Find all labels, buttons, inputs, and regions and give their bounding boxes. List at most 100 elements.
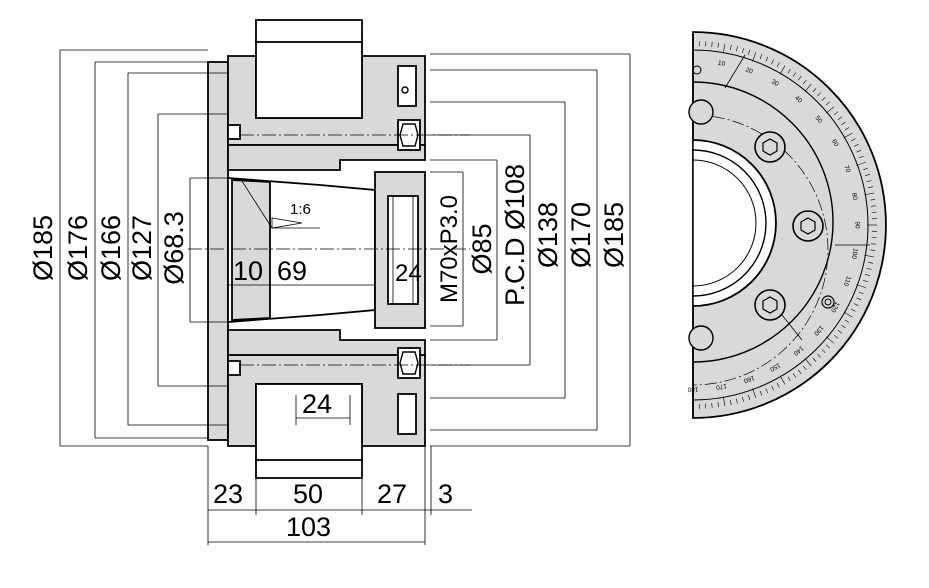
- dial-tick: [759, 390, 763, 396]
- dial-tick: [858, 155, 864, 159]
- dim-left-0: Ø185: [28, 215, 58, 281]
- dim-24-slot: 24: [302, 389, 332, 419]
- dim-right-0: M70xP3.0: [436, 195, 463, 303]
- dim-50: 50: [293, 479, 323, 509]
- dial-tick: [853, 303, 859, 306]
- dial-tick: [792, 72, 797, 77]
- dim-24-bore: 24: [395, 260, 422, 287]
- dial-tick: [742, 48, 744, 53]
- dim-10: 10: [233, 256, 263, 286]
- dial-tick: [711, 41, 713, 48]
- dial-scale-label: 60: [830, 138, 840, 148]
- piston-cap-lower: [255, 459, 363, 479]
- dial-tick: [837, 116, 843, 121]
- dial-scale-label: 10: [717, 60, 726, 68]
- dial-scale-label: 160: [742, 374, 755, 384]
- bolt-hex-lower: [399, 351, 419, 375]
- dial-tick: [717, 402, 719, 408]
- dim-right-5: Ø185: [599, 202, 629, 268]
- dial-tick: [865, 174, 870, 176]
- dim-3: 3: [438, 479, 453, 509]
- dial-tick: [817, 92, 822, 97]
- dial-tick: [833, 111, 839, 116]
- dial-tick: [863, 280, 869, 283]
- dial-tick: [870, 243, 877, 245]
- dial-tick: [776, 382, 780, 388]
- taper-ratio: 1:6: [290, 201, 311, 218]
- dim-27: 27: [377, 479, 407, 509]
- bore-bottom: [227, 329, 426, 356]
- dial-tick: [837, 329, 843, 334]
- dim-left-1: Ø176: [63, 215, 93, 281]
- dial-tick: [765, 388, 769, 394]
- dial-tick: [771, 385, 774, 391]
- dial-tick: [759, 54, 763, 60]
- dial-tick: [821, 96, 826, 101]
- dial-scale-label: 110: [842, 275, 852, 287]
- dim-left-4: Ø68.3: [159, 211, 189, 285]
- dial-tick: [864, 254, 875, 258]
- dial-tick: [866, 180, 872, 182]
- dial-tick: [858, 291, 864, 295]
- dial-tick: [722, 396, 726, 407]
- dial-tick: [850, 308, 856, 312]
- piston-lower: [255, 383, 363, 463]
- dial-scale-label: 40: [793, 95, 803, 105]
- dim-right-2: P.C.D Ø108: [500, 164, 530, 306]
- dial-tick: [870, 249, 876, 251]
- dial-tick: [752, 388, 757, 399]
- dial-scale-label: 120: [829, 300, 841, 313]
- dial-tick: [850, 138, 856, 142]
- dial-tick: [856, 149, 862, 153]
- dial-scale-label: 20: [744, 67, 754, 76]
- piston-cap-upper: [255, 19, 363, 43]
- dial-tick: [736, 398, 738, 404]
- dial-tick: [841, 121, 846, 126]
- dial-tick: [729, 400, 732, 406]
- nut-inner: [387, 195, 419, 305]
- dial-tick: [717, 42, 719, 48]
- dial-tick: [804, 83, 812, 92]
- dial-tick: [742, 397, 744, 402]
- dial-tick: [870, 199, 876, 201]
- dial-tick: [868, 186, 874, 189]
- dial-tick: [812, 357, 817, 362]
- dial-tick: [865, 274, 870, 276]
- dial-scale-label: 170: [715, 382, 727, 391]
- side-view: 1020304050607080901001101201301401501601…: [687, 31, 887, 419]
- dial-tick: [856, 284, 867, 289]
- dial-scale-label: 90: [853, 221, 860, 229]
- bolt-head-lower: [397, 347, 421, 379]
- dial-tick: [812, 88, 817, 93]
- dial-tick: [792, 373, 797, 378]
- dial-tick: [722, 43, 726, 54]
- dial-tick: [864, 192, 875, 196]
- dial-tick: [787, 68, 791, 74]
- dim-right-3: Ø138: [533, 202, 563, 268]
- center-bore: [692, 139, 777, 307]
- port-lower: [397, 393, 417, 435]
- dial-tick: [843, 132, 853, 139]
- bore-top: [227, 144, 426, 171]
- dimension-labels: Ø185 Ø176 Ø166 Ø127 Ø68.3 M70xP3.0 Ø85 P…: [28, 164, 629, 542]
- dial-tick: [826, 336, 835, 344]
- dial-scale: 1020304050607080901001101201301401501601…: [687, 41, 877, 409]
- dial-tick: [779, 65, 786, 75]
- dial-tick: [729, 44, 732, 50]
- right-dimension-lines: [430, 53, 631, 447]
- dial-tick: [779, 375, 786, 385]
- dial-tick: [736, 46, 738, 52]
- dial-tick: [870, 205, 877, 207]
- dial-tick: [748, 395, 751, 401]
- dial-tick: [853, 144, 859, 147]
- dial-tick: [821, 349, 826, 354]
- dim-69: 69: [277, 256, 307, 286]
- dial-tick: [797, 75, 802, 81]
- dial-tick: [787, 376, 791, 382]
- dial-tick: [843, 311, 853, 318]
- dial-tick: [765, 56, 769, 62]
- dial-tick: [844, 127, 850, 131]
- dial-tick: [771, 59, 774, 65]
- taper-wall: [231, 179, 271, 321]
- dial-tick: [856, 161, 867, 166]
